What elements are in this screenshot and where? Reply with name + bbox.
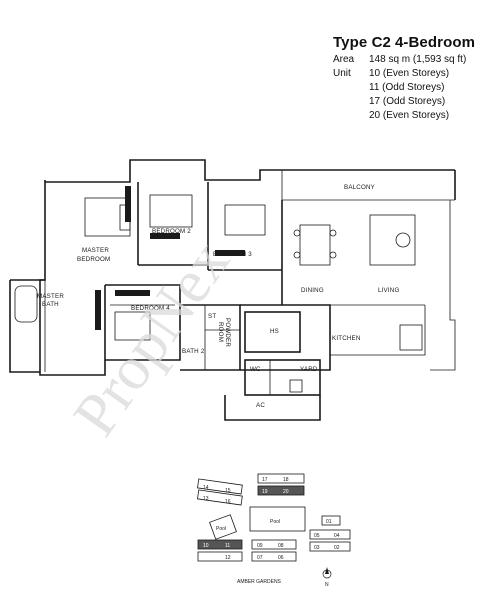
block-17: 17 bbox=[262, 477, 268, 483]
room-label-bedroom4: BEDROOM 4 bbox=[131, 305, 170, 312]
bedroom-label: 4-Bedroom bbox=[394, 34, 476, 51]
block-02: 02 bbox=[334, 545, 340, 551]
block-05: 05 bbox=[314, 533, 320, 539]
site-plan: Pool Pool 14 15 13 16 17 18 19 20 10 11 … bbox=[197, 473, 351, 588]
unit-details: Area 148 sq m (1,593 sq ft) Unit 10 (Even … bbox=[333, 53, 479, 123]
block-09: 09 bbox=[257, 543, 263, 549]
room-label-wc: WC bbox=[250, 366, 261, 373]
amber-gardens-label: AMBER GARDENS bbox=[237, 579, 282, 585]
room-label-yard: YARD bbox=[300, 366, 318, 373]
wardrobes bbox=[95, 186, 245, 330]
floor-plan-walls bbox=[9, 159, 456, 421]
site-pool-small-label: Pool bbox=[216, 526, 226, 532]
washer-icon bbox=[289, 379, 303, 393]
block-13: 13 bbox=[203, 496, 209, 502]
room-label-hs: HS bbox=[270, 328, 279, 335]
bedroom2-bed-icon bbox=[149, 194, 193, 228]
block-08: 08 bbox=[278, 543, 284, 549]
block-03: 03 bbox=[314, 545, 320, 551]
block-14: 14 bbox=[203, 485, 209, 491]
unit-value-0: 10 (Even Storeys) bbox=[369, 68, 450, 79]
bathtub-icon bbox=[14, 285, 38, 323]
room-label-master-2: BEDROOM bbox=[77, 256, 110, 263]
sofa-icon bbox=[369, 214, 416, 266]
block-04: 04 bbox=[334, 533, 340, 539]
room-label-bedroom3: BEDROOM 3 bbox=[213, 251, 252, 258]
room-label-balcony: BALCONY bbox=[344, 184, 375, 191]
site-blocks bbox=[197, 473, 351, 562]
room-label-st: ST bbox=[208, 313, 216, 320]
block-01: 01 bbox=[326, 519, 332, 525]
bedroom4-bed-icon bbox=[114, 311, 151, 341]
furniture bbox=[14, 194, 423, 393]
room-label-master-1: MASTER bbox=[82, 247, 109, 254]
block-11: 11 bbox=[225, 543, 230, 549]
block-20: 20 bbox=[283, 489, 289, 495]
area-value: 148 sq m (1,593 sq ft) bbox=[369, 54, 467, 65]
block-19: 19 bbox=[262, 489, 268, 495]
site-pool-label: Pool bbox=[270, 519, 280, 525]
type-label: Type C2 bbox=[333, 34, 391, 51]
unit-value-1: 11 (Odd Storeys) bbox=[369, 82, 445, 93]
block-06: 06 bbox=[278, 555, 284, 561]
site-pool bbox=[249, 506, 306, 532]
dining-table-icon bbox=[299, 224, 331, 266]
block-15: 15 bbox=[225, 488, 231, 494]
room-label-bath2: BATH 2 bbox=[182, 348, 205, 355]
block-10: 10 bbox=[203, 543, 209, 549]
block-18: 18 bbox=[283, 477, 289, 483]
unit-value-2: 17 (Odd Storeys) bbox=[369, 96, 446, 107]
unit-value-3: 20 (Even Storeys) bbox=[369, 110, 450, 121]
room-label-master-bath-1: MASTER bbox=[37, 293, 64, 300]
kitchen-sink-icon bbox=[399, 324, 423, 351]
room-label-kitchen: KITCHEN bbox=[332, 335, 361, 342]
room-label-bedroom2: BEDROOM 2 bbox=[152, 228, 191, 235]
unit-key: Unit bbox=[333, 68, 351, 79]
room-label-living: LIVING bbox=[378, 287, 400, 294]
north-arrow-icon bbox=[322, 567, 332, 579]
bedroom3-bed-icon bbox=[224, 204, 266, 236]
north-label: N bbox=[325, 582, 329, 588]
room-labels: BALCONY MASTER BEDROOM BEDROOM 2 BEDROOM… bbox=[37, 184, 400, 409]
room-label-ac: AC bbox=[256, 402, 265, 409]
area-key: Area bbox=[333, 54, 355, 65]
block-07: 07 bbox=[257, 555, 263, 561]
block-16: 16 bbox=[225, 499, 231, 505]
room-label-dining: DINING bbox=[301, 287, 324, 294]
room-label-powder-1: POWDER bbox=[224, 318, 231, 347]
block-12: 12 bbox=[225, 555, 231, 561]
room-label-powder-2: ROOM bbox=[217, 322, 224, 342]
room-label-master-bath-2: BATH bbox=[42, 301, 59, 308]
